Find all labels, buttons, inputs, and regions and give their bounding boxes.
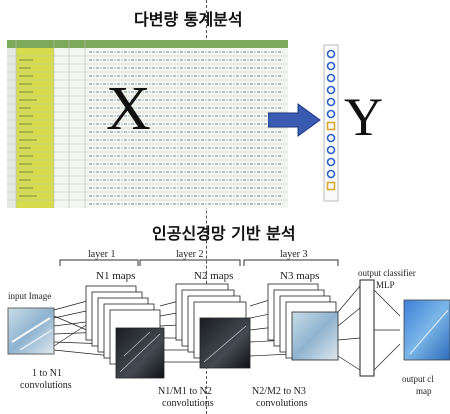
layer3-label: layer 3 [280,249,308,260]
cnn-diagram [7,259,450,379]
conv2-label-line2: convolutions [162,398,214,409]
output-map-label-line2: map [416,386,432,396]
layer2-label: layer 2 [176,249,204,260]
classifier-label-line1: output classifier [358,268,416,278]
x-label: X [106,75,151,143]
n1-maps-label: N1 maps [96,270,136,282]
feature-vector-column [323,44,339,202]
spreadsheet-image [7,40,288,208]
classifier-label-line2: MLP [376,280,395,290]
right-arrow-icon [268,103,321,137]
y-label: Y [344,87,383,147]
conv1-label-line1: 1 to N1 [32,368,62,379]
conv2-label-line1: N1/M1 to N2 [158,386,212,397]
n3-maps-label: N3 maps [280,270,320,282]
output-map-label-line1: output cl [402,374,434,384]
bottom-title: 인공신경망 기반 분석 [152,224,296,243]
top-title: 다변량 통계분석 [134,10,243,29]
n2-maps-label: N2 maps [194,270,234,282]
conv1-label-line2: convolutions [20,380,72,391]
layer1-label: layer 1 [88,249,116,260]
input-image-label: input Image [8,291,52,301]
conv3-label-line2: convolutions [256,398,308,409]
conv3-label-line1: N2/M2 to N3 [252,386,306,397]
